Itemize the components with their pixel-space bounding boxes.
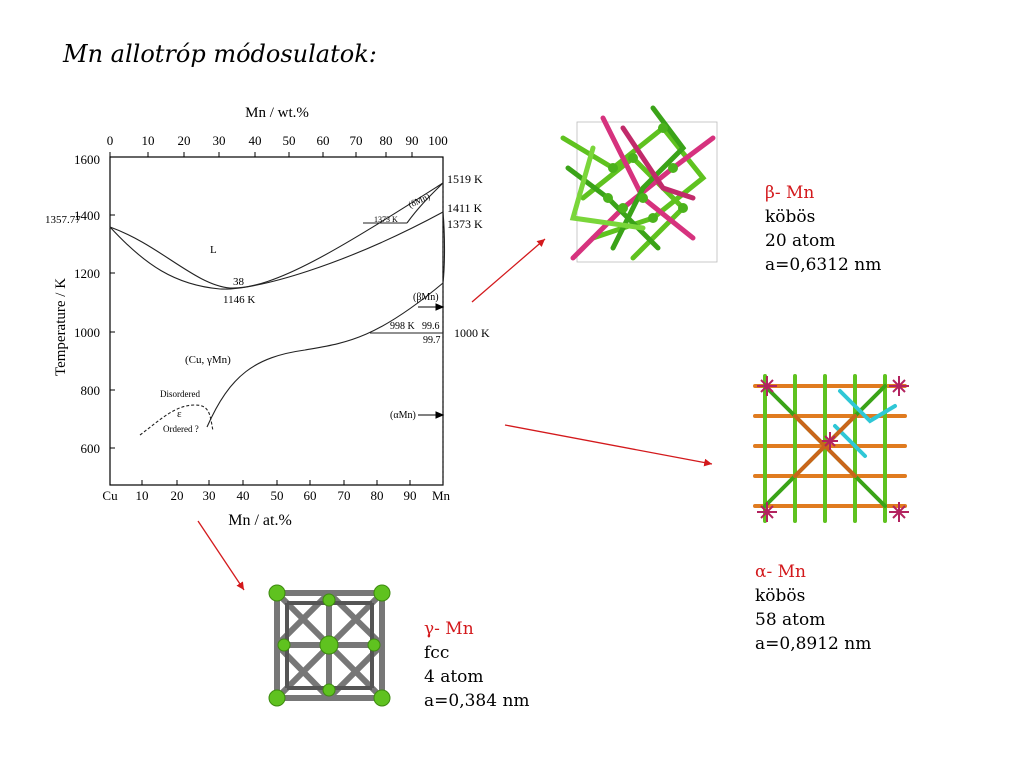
phase-diagram: Mn / wt.% 0 10 20 30 40 50 60 70 80 90 1… [45, 105, 490, 529]
phase-boundaries [109, 182, 446, 485]
disordered-label: Disordered [160, 389, 200, 399]
arrow-to-alpha [504, 424, 713, 467]
y-tick-marks [110, 214, 115, 449]
beta-mn-structure-image [560, 105, 718, 263]
gamma-label: (Cu, γMn) [185, 354, 231, 366]
t998-label: 998 K [390, 321, 416, 332]
c996-label: 99.6 [422, 321, 440, 332]
t1519-label: 1519 K [447, 172, 483, 186]
arrow-to-gamma [197, 520, 245, 591]
bottom-tick: 70 [338, 488, 351, 503]
diagram-annotations: 1357.77 L 38 1146 K (δMn) 1373 K 1519 K … [45, 172, 490, 434]
ordering-dome [139, 404, 214, 436]
alpha-mn-system: köbös [755, 586, 806, 606]
top-tick-labels: 0 10 20 30 40 50 60 70 80 90 100 [107, 133, 448, 148]
bottom-tick: 10 [136, 488, 149, 503]
alpha-mn-atoms: 58 atom [755, 610, 826, 630]
gamma-mn-system: fcc [424, 643, 450, 663]
beta-mn-info: β- Mn köbös 20 atom a=0,6312 nm [765, 181, 881, 277]
arrow-to-beta [471, 238, 546, 303]
bottom-tick-marks [141, 480, 411, 485]
y-tick: 1400 [74, 208, 100, 223]
top-tick: 70 [350, 133, 363, 148]
y-tick: 600 [81, 441, 101, 456]
top-tick: 0 [107, 133, 114, 148]
top-tick: 30 [213, 133, 226, 148]
alpha-label: (αMn) [390, 410, 416, 421]
alpha-mn-lattice: a=0,8912 nm [755, 634, 872, 654]
gamma-solvus-curve [206, 211, 446, 428]
epsilon-label: ε [177, 408, 182, 420]
alpha-corner-stars [757, 376, 909, 522]
t1373-label: 1373 K [447, 217, 483, 231]
bottom-tick: 80 [371, 488, 384, 503]
delta-boundary [406, 182, 444, 224]
gamma-mn-atoms: 4 atom [424, 667, 484, 687]
top-tick: 60 [317, 133, 330, 148]
alpha-mn-structure-image [753, 374, 909, 523]
bottom-tick: Mn [432, 488, 451, 503]
bottom-tick: 40 [237, 488, 250, 503]
top-tick: 50 [283, 133, 296, 148]
beta-mn-atoms: 20 atom [765, 231, 836, 251]
bottom-tick: 30 [203, 488, 216, 503]
top-axis-title: Mn / wt.% [245, 105, 309, 121]
y-tick: 1200 [74, 266, 100, 281]
bottom-axis-title: Mn / at.% [228, 512, 292, 529]
y-tick-labels: 1600 1400 1200 1000 800 600 [74, 152, 100, 456]
top-tick: 40 [249, 133, 262, 148]
gamma-mn-name: γ- Mn [424, 619, 474, 639]
beta-mn-name: β- Mn [765, 183, 815, 203]
min-temp-label: 1146 K [223, 294, 255, 306]
y-tick: 1000 [74, 325, 100, 340]
beta-label: (βMn) [413, 292, 439, 303]
c997-label: 99.7 [423, 335, 441, 346]
top-tick: 10 [142, 133, 155, 148]
bottom-tick: 60 [304, 488, 317, 503]
y-tick: 1600 [74, 152, 100, 167]
alpha-mn-info: α- Mn köbös 58 atom a=0,8912 nm [755, 560, 871, 656]
top-tick: 20 [178, 133, 191, 148]
beta-mn-lattice: a=0,6312 nm [765, 255, 882, 275]
bottom-tick-labels: Cu 10 20 30 40 50 60 70 80 90 Mn [102, 488, 450, 503]
cu-melt-label: 1357.77 [45, 214, 81, 226]
bottom-tick: Cu [102, 488, 118, 503]
t1411-label: 1411 K [447, 201, 483, 215]
bottom-tick: 20 [171, 488, 184, 503]
gamma-mn-lattice: a=0,384 nm [424, 691, 530, 711]
alpha-mn-name: α- Mn [755, 562, 806, 582]
gamma-mn-info: γ- Mn fcc 4 atom a=0,384 nm [424, 617, 530, 713]
solidus-curve [109, 211, 444, 290]
beta-mn-system: köbös [765, 207, 816, 227]
t1373-inner-label: 1373 K [374, 215, 398, 224]
bottom-tick: 50 [271, 488, 284, 503]
top-tick: 90 [406, 133, 419, 148]
bottom-tick: 90 [404, 488, 417, 503]
t1000-label: 1000 K [454, 326, 490, 340]
top-tick: 100 [428, 133, 448, 148]
min-comp-label: 38 [233, 276, 245, 288]
gamma-mn-structure-image [268, 584, 391, 707]
mn-side-arrows [418, 303, 445, 419]
liquid-label: L [210, 244, 217, 256]
top-tick-marks [109, 152, 413, 157]
ordered-label: Ordered ? [163, 424, 199, 434]
slide-title: Mn allotróp módosulatok: [63, 40, 377, 68]
y-tick: 800 [81, 383, 101, 398]
top-tick: 80 [380, 133, 393, 148]
y-axis-title: Temperature / K [53, 278, 69, 376]
